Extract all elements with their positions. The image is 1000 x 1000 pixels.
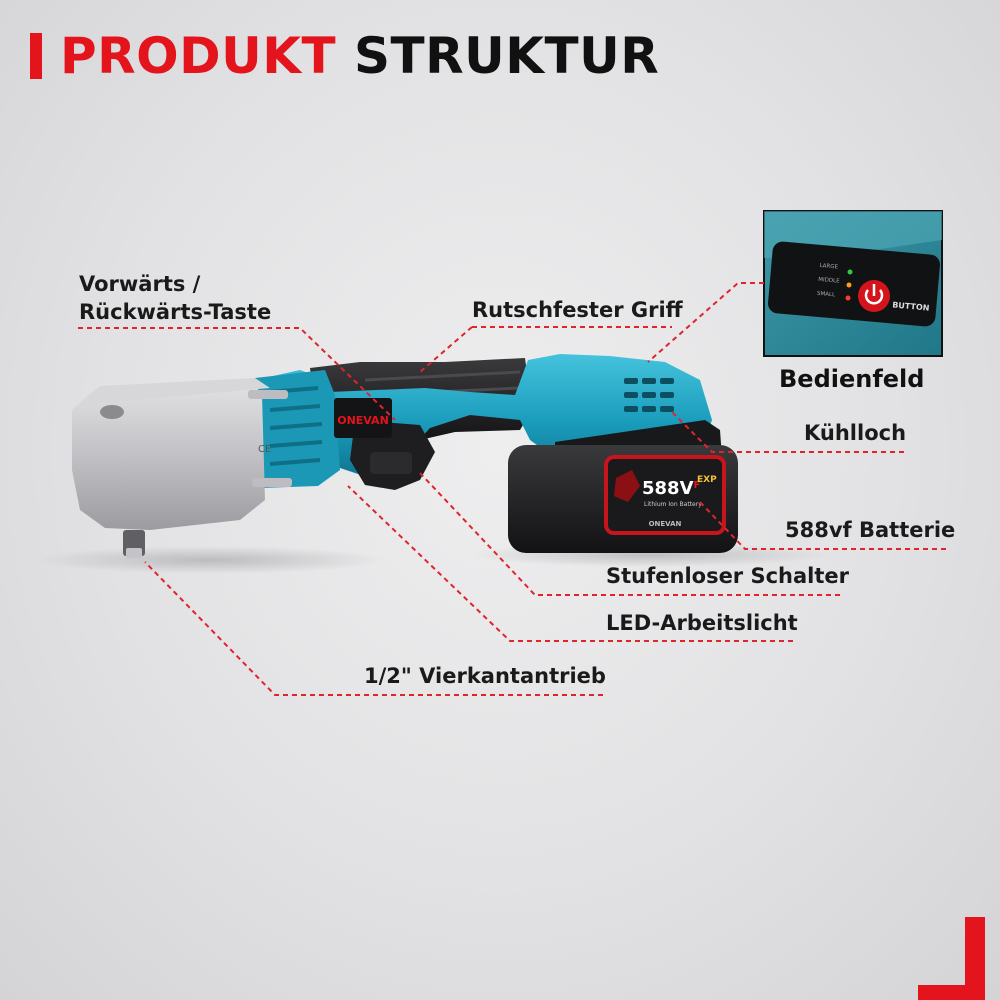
battery-brand: ONEVAN [649, 520, 682, 528]
shadow-head [35, 546, 385, 574]
leader-kuehlloch [669, 409, 904, 453]
panel-label-small: SMALL [817, 291, 837, 299]
tool-brand-plate [334, 398, 392, 438]
battery-badge: EXP [697, 475, 717, 485]
tool-brand-text: ONEVAN [337, 414, 389, 427]
label-stufenloser-schalter: Stufenloser Schalter [606, 564, 850, 588]
head-ce-mark: CE [258, 444, 271, 455]
label-batterie: 588vf Batterie [785, 518, 956, 542]
panel-label-large: LARGE [819, 263, 838, 271]
battery-logo-icon [614, 470, 640, 502]
leader-lines [78, 282, 946, 696]
leader-batterie [699, 501, 946, 550]
head-bolt [100, 405, 124, 419]
label-led-arbeitslicht: LED-Arbeitslicht [606, 611, 798, 635]
label-bedienfeld: Bedienfeld [779, 365, 925, 393]
head-pin-2 [252, 478, 292, 487]
head-pin-1 [248, 390, 288, 399]
label-vierkantantrieb: 1/2" Vierkantantrieb [364, 664, 606, 688]
panel-led-red [845, 295, 851, 301]
corner-mark [918, 917, 985, 1000]
label-vorwaerts-line2: Rückwärts-Taste [79, 300, 272, 324]
label-rutschfester-griff: Rutschfester Griff [472, 298, 683, 322]
panel-led-orange [846, 282, 852, 288]
motor-fins [269, 386, 323, 466]
leader-antrieb [144, 561, 603, 696]
page-title: PRODUKT STRUKTUR [60, 24, 659, 88]
battery-voltage: 588VF [642, 478, 700, 499]
power-icon [864, 284, 884, 305]
leader-schalter [419, 472, 840, 596]
title-word-red: PRODUKT [60, 27, 337, 85]
panel-led-green [847, 269, 853, 275]
trigger-switch [370, 452, 412, 474]
cooling-vents [624, 378, 674, 412]
battery-type: Lithium Ion Battery [644, 501, 702, 508]
title-word-black: STRUKTUR [354, 27, 660, 85]
control-panel-inset: LARGE MIDDLE SMALL BUTTON [763, 210, 943, 357]
leader-led [347, 485, 793, 642]
panel-label-middle: MIDDLE [818, 277, 840, 285]
leader-vorwaerts [78, 327, 396, 421]
panel-button-text: BUTTON [892, 300, 930, 312]
angle-head-top [75, 378, 270, 408]
square-drive-tip [126, 548, 142, 558]
battery-face [604, 455, 726, 535]
title-accent-bar [30, 33, 42, 79]
label-vorwaerts-rueckwaerts: Vorwärts / Rückwärts-Taste [79, 270, 271, 326]
label-kuehlloch: Kühlloch [804, 421, 907, 445]
leader-griff [419, 326, 672, 373]
label-vorwaerts-line1: Vorwärts / [79, 272, 201, 296]
